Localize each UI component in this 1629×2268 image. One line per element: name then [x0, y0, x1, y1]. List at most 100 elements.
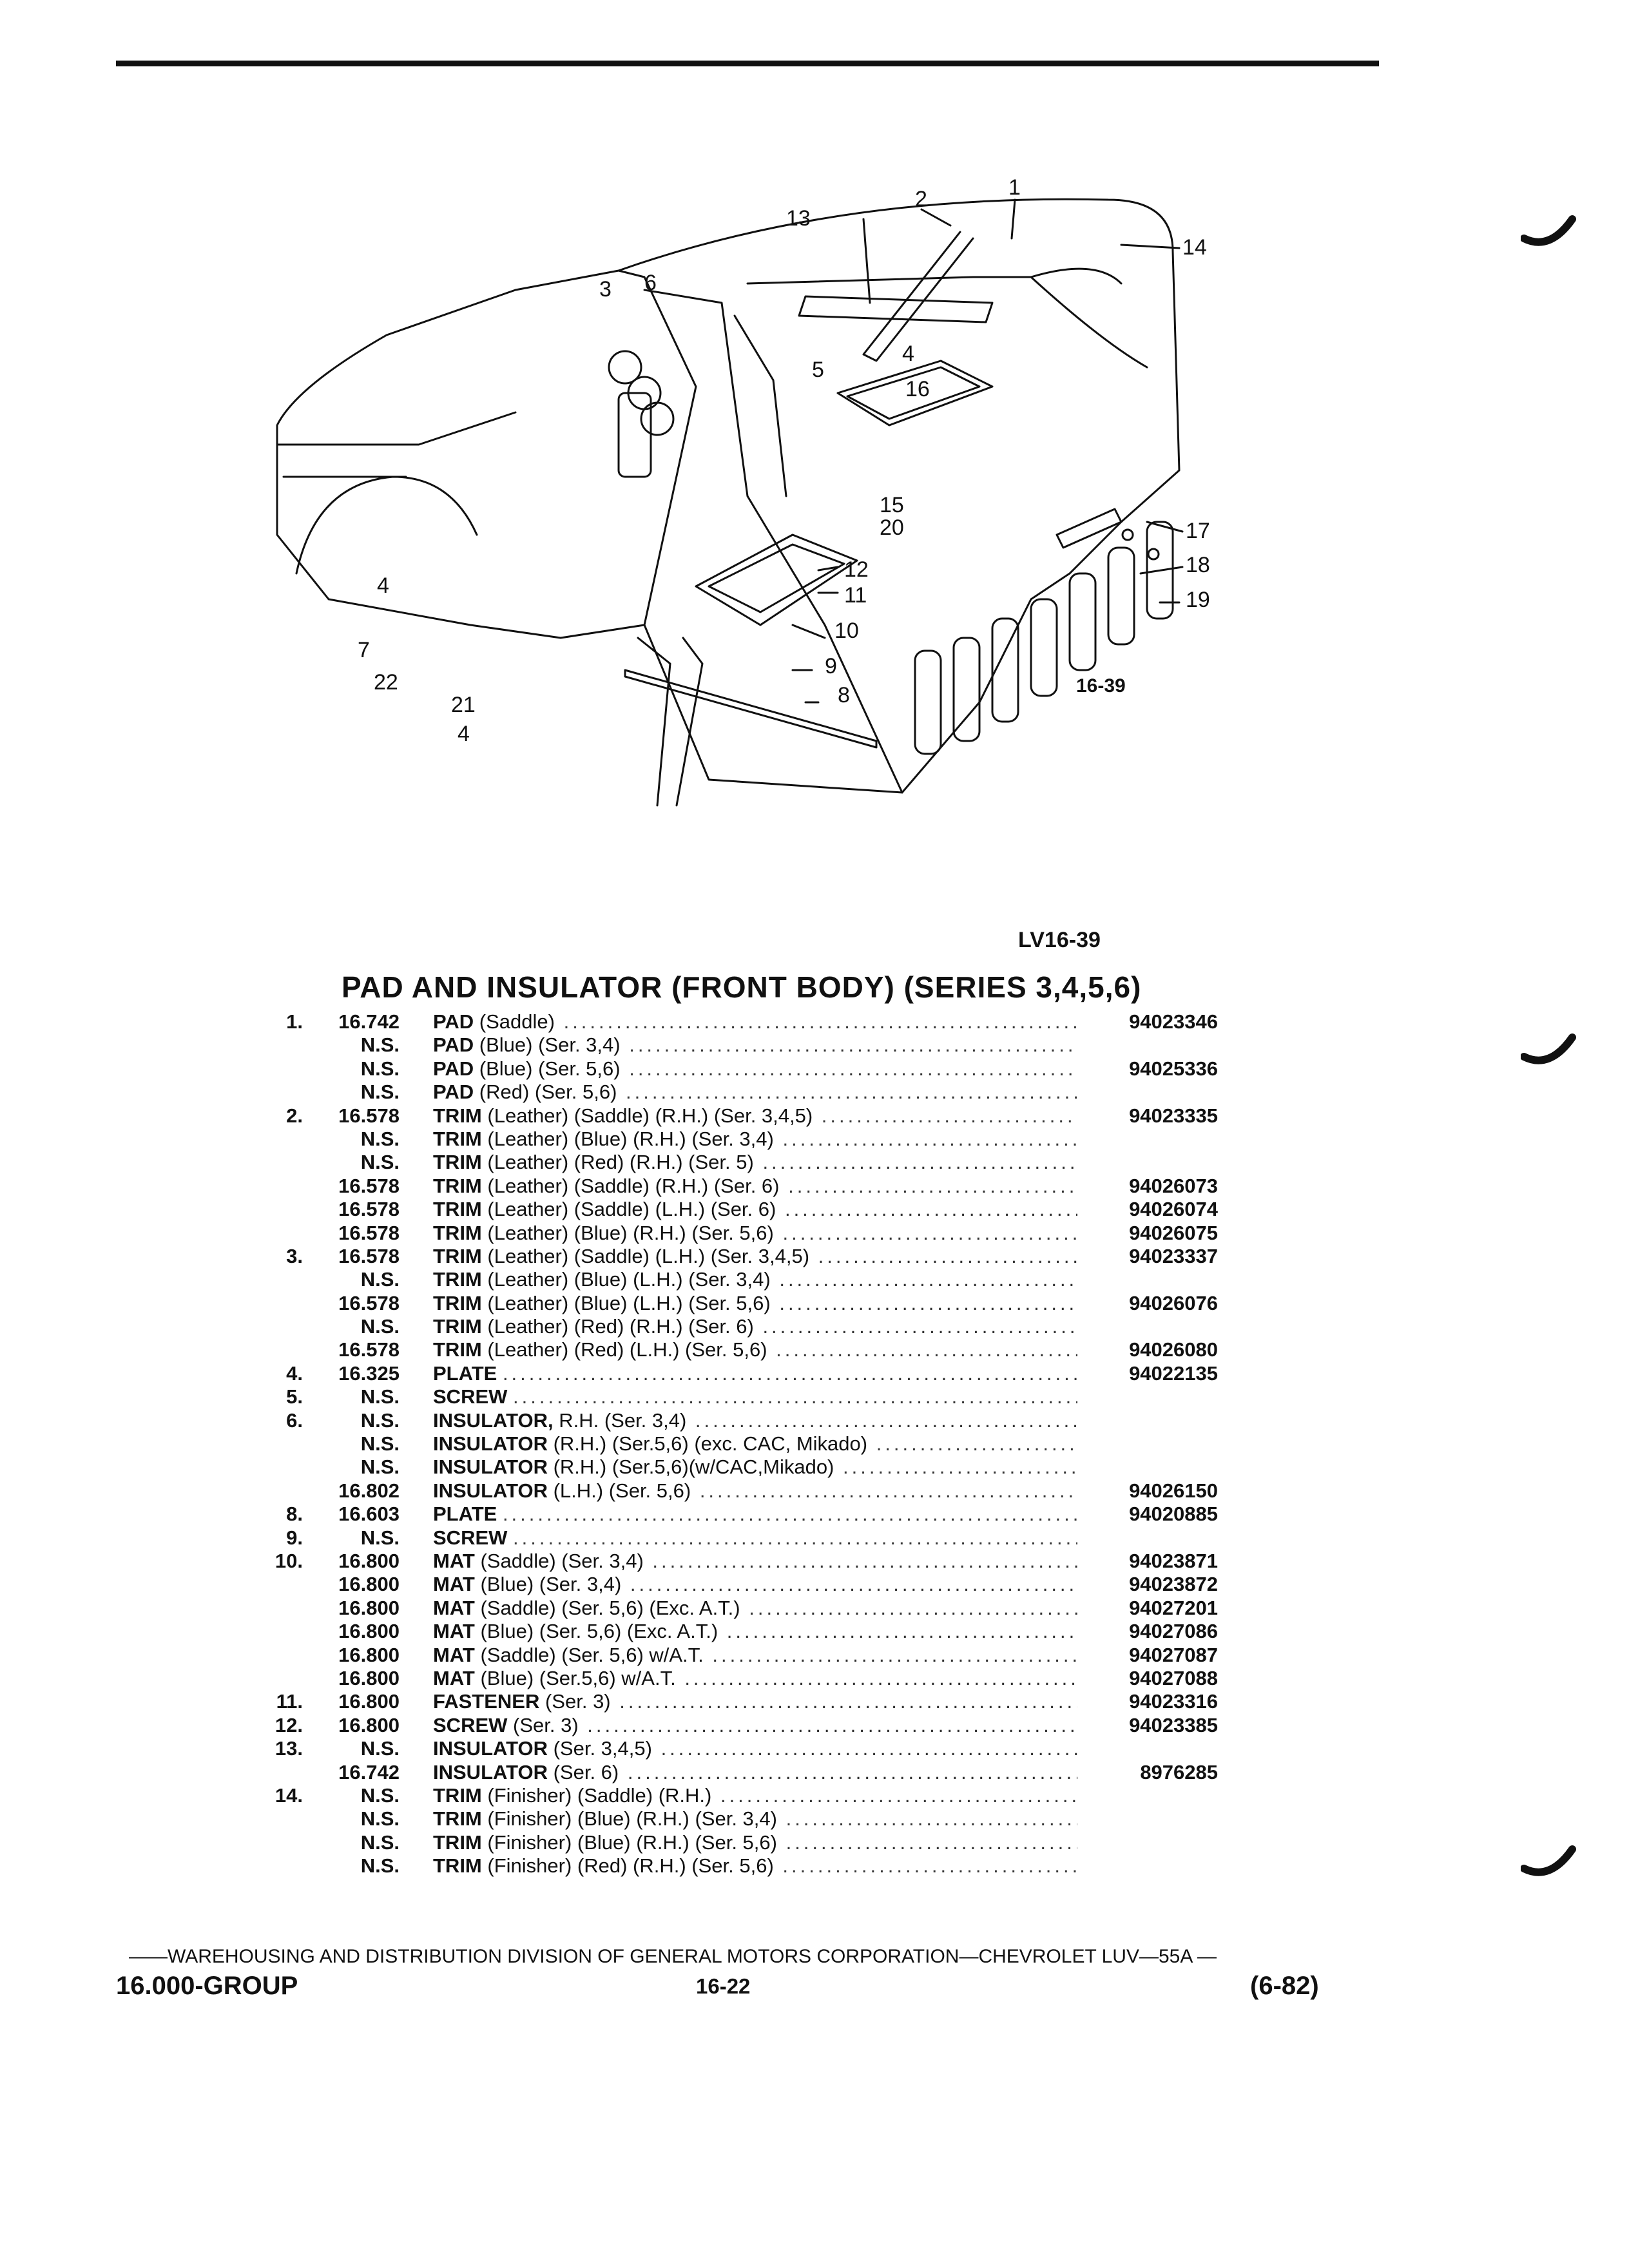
- part-description: PLATE ..................................…: [433, 1503, 1077, 1526]
- dot-leader: ........................................…: [502, 1503, 1077, 1526]
- part-name: PAD: [433, 1081, 474, 1104]
- part-spec: (Blue) (Ser.5,6) w/A.T.: [480, 1666, 676, 1689]
- item-number: 1.: [286, 1010, 303, 1033]
- part-name: SCREW: [433, 1385, 508, 1408]
- svg-text:18: 18: [1186, 553, 1210, 577]
- group-number: N.S.: [360, 1831, 400, 1854]
- item-number: 10.: [275, 1549, 303, 1572]
- svg-text:15: 15: [880, 493, 904, 517]
- dot-leader: ........................................…: [630, 1573, 1077, 1596]
- group-number: 16.578: [338, 1221, 400, 1244]
- part-spec: (Leather) (Red) (R.H.) (Ser. 6): [487, 1315, 754, 1338]
- part-description: SCREW ..................................…: [433, 1385, 1077, 1408]
- part-row: 9.N.S.SCREW ............................…: [258, 1526, 1237, 1550]
- group-number: 16.742: [338, 1010, 400, 1033]
- svg-text:22: 22: [374, 670, 398, 695]
- part-number: 94026073: [1129, 1174, 1218, 1197]
- part-row: N.S.TRIM (Finisher) (Blue) (R.H.) (Ser. …: [258, 1831, 1237, 1854]
- part-name: PAD: [433, 1057, 474, 1080]
- part-description: MAT (Blue) (Ser. 3,4) ..................…: [433, 1573, 1077, 1596]
- part-number: 94022135: [1129, 1361, 1218, 1385]
- part-number: 94020885: [1129, 1503, 1218, 1526]
- part-name: TRIM: [433, 1127, 482, 1150]
- part-name: INSULATOR: [433, 1760, 548, 1783]
- part-spec: (Leather) (Blue) (L.H.) (Ser. 5,6): [487, 1291, 771, 1314]
- part-spec: (Leather) (Saddle) (R.H.) (Ser. 3,4,5): [487, 1104, 813, 1127]
- part-description: TRIM (Leather) (Red) (R.H.) (Ser. 6) ...…: [433, 1315, 1077, 1338]
- part-name: TRIM: [433, 1268, 482, 1291]
- part-name: MAT: [433, 1666, 475, 1689]
- group-number: 16.800: [338, 1620, 400, 1643]
- part-number: 94026074: [1129, 1198, 1218, 1221]
- dot-leader: ........................................…: [762, 1315, 1077, 1338]
- part-number: 94027201: [1129, 1596, 1218, 1619]
- group-number: N.S.: [360, 1268, 400, 1291]
- group-number: N.S.: [360, 1807, 400, 1831]
- svg-text:13: 13: [786, 206, 811, 231]
- part-spec: (Blue) (Ser. 5,6): [479, 1057, 621, 1080]
- item-number: 4.: [286, 1361, 303, 1385]
- part-name: TRIM: [433, 1104, 482, 1127]
- part-description: MAT (Saddle) (Ser. 3,4) ................…: [433, 1550, 1077, 1573]
- group-number: N.S.: [360, 1033, 400, 1057]
- part-row: N.S.TRIM (Finisher) (Red) (R.H.) (Ser. 5…: [258, 1854, 1237, 1878]
- part-description: MAT (Saddle) (Ser. 5,6) w/A.T. .........…: [433, 1644, 1077, 1667]
- part-number: 94023346: [1129, 1010, 1218, 1033]
- part-description: TRIM (Leather) (Saddle) (L.H.) (Ser. 3,4…: [433, 1245, 1077, 1268]
- group-number: 16.800: [338, 1596, 400, 1619]
- part-row: 6.N.S.INSULATOR, R.H. (Ser. 3,4) .......…: [258, 1409, 1237, 1432]
- part-spec: (Blue) (Ser. 3,4): [479, 1033, 621, 1057]
- group-number: N.S.: [360, 1385, 400, 1408]
- part-name: INSULATOR: [433, 1737, 548, 1760]
- part-number: 94027087: [1129, 1643, 1218, 1666]
- group-number: N.S.: [360, 1127, 400, 1150]
- part-description: PAD (Saddle) ...........................…: [433, 1010, 1077, 1033]
- dot-leader: ........................................…: [779, 1291, 1077, 1314]
- part-number: 94026075: [1129, 1221, 1218, 1244]
- part-description: MAT (Saddle) (Ser. 5,6) (Exc. A.T.) ....…: [433, 1597, 1077, 1620]
- part-number: 94026080: [1129, 1338, 1218, 1361]
- svg-text:21: 21: [451, 693, 476, 717]
- part-row: N.S.PAD (Red) (Ser. 5,6) ...............…: [258, 1081, 1237, 1104]
- part-name: TRIM: [433, 1315, 482, 1338]
- part-row: N.S.PAD (Blue) (Ser. 5,6) ..............…: [258, 1057, 1237, 1081]
- part-name: TRIM: [433, 1174, 482, 1197]
- dot-leader: ........................................…: [660, 1737, 1077, 1760]
- part-spec: (Ser. 3,4,5): [553, 1737, 652, 1760]
- group-number: 16.802: [338, 1479, 400, 1502]
- svg-text:4: 4: [377, 573, 389, 598]
- part-number: 94023316: [1129, 1690, 1218, 1713]
- part-number: 94027088: [1129, 1666, 1218, 1689]
- part-name: PLATE: [433, 1361, 497, 1385]
- footer-page-number: 16-22: [696, 1974, 751, 1998]
- dot-leader: ........................................…: [619, 1690, 1077, 1713]
- group-number: N.S.: [360, 1151, 400, 1174]
- part-description: TRIM (Finisher) (Blue) (R.H.) (Ser. 3,4)…: [433, 1807, 1077, 1831]
- group-number: 16.800: [338, 1690, 400, 1713]
- svg-text:19: 19: [1186, 588, 1210, 612]
- dot-leader: ........................................…: [684, 1666, 1077, 1689]
- group-number: 16.800: [338, 1666, 400, 1689]
- svg-text:12: 12: [844, 557, 869, 582]
- group-number: N.S.: [360, 1315, 400, 1338]
- dot-leader: ........................................…: [513, 1526, 1077, 1549]
- part-spec: (Leather) (Saddle) (R.H.) (Ser. 6): [487, 1174, 780, 1197]
- part-name: MAT: [433, 1549, 475, 1572]
- part-number: 94026076: [1129, 1291, 1218, 1314]
- part-description: INSULATOR (Ser. 6) .....................…: [433, 1761, 1077, 1784]
- part-number: 94023872: [1129, 1573, 1218, 1596]
- part-name: TRIM: [433, 1854, 482, 1878]
- part-row: N.S.INSULATOR (R.H.) (Ser.5,6)(w/CAC,Mik…: [258, 1456, 1237, 1479]
- part-spec: (L.H.) (Ser. 5,6): [553, 1479, 691, 1502]
- part-row: 16.800 MAT (Blue) (Ser.5,6) w/A.T. ......…: [258, 1667, 1237, 1690]
- part-spec: (Saddle) (Ser. 5,6) (Exc. A.T.): [480, 1596, 740, 1619]
- dot-leader: ........................................…: [782, 1127, 1077, 1150]
